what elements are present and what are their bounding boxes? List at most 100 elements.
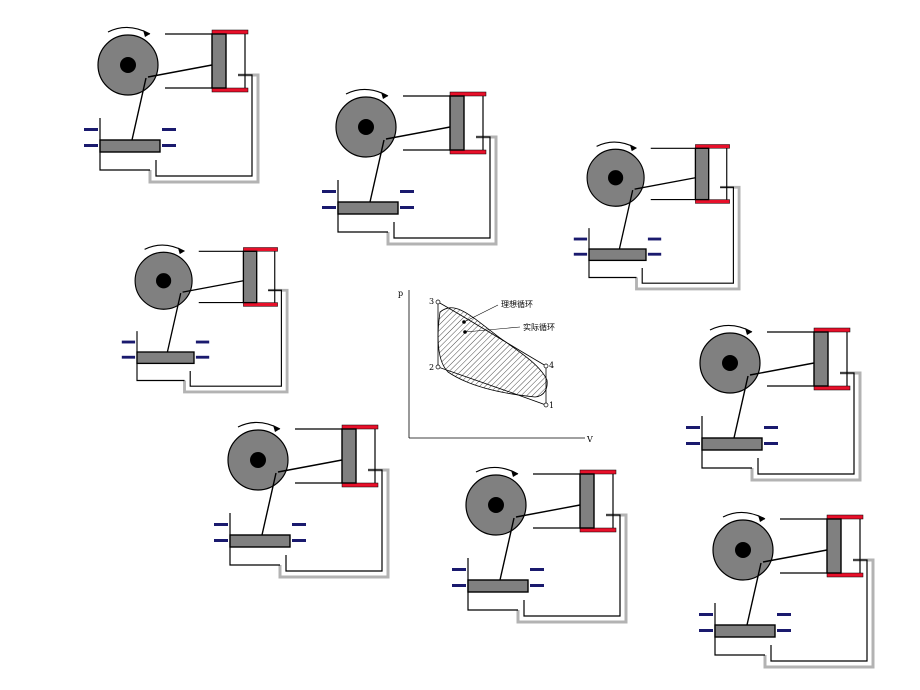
engine-displacer-piston: [341, 428, 357, 484]
engine-displacer-rod: [147, 64, 213, 78]
engine-port-left: [121, 355, 136, 359]
engine-port-left: [699, 613, 713, 616]
engine-port-right: [777, 613, 791, 616]
engine-flywheel-hub: [722, 355, 738, 371]
engine-flow-line: [641, 186, 734, 284]
engine-power-piston: [588, 248, 647, 262]
engine-displacer-rod: [515, 504, 581, 518]
engine-power-piston: [467, 579, 529, 593]
engine-flywheel-hub: [488, 497, 504, 513]
engine-power-rod: [746, 562, 762, 626]
pv-ideal-cycle-curve: [437, 301, 547, 406]
engine-flow-line: [770, 559, 868, 662]
engine-port-right: [292, 539, 306, 542]
engine-rotation-arrowhead: [143, 30, 150, 37]
engine-port-right: [162, 128, 176, 131]
engine-rotation-arrowhead: [381, 92, 388, 99]
engine-port-left: [699, 629, 713, 632]
engine-port-right: [195, 355, 210, 359]
engine-displacer-piston: [826, 518, 842, 574]
engine-port-right: [292, 523, 306, 526]
engine-displacer-guides: [295, 428, 376, 484]
engine-displacer-piston: [211, 33, 227, 89]
engine-hot-port: [211, 29, 249, 35]
engine-rotation-arrowhead: [629, 144, 637, 152]
engine-displacer-guides: [198, 250, 276, 304]
pv-point-3: [435, 299, 441, 305]
engine-displacer-rod: [182, 280, 244, 293]
engine-port-left: [84, 128, 98, 131]
engine-flow-line: [155, 74, 253, 177]
engine-cold-port: [243, 302, 278, 307]
engine-flywheel-hub: [156, 273, 172, 289]
engine-cylinder-wall: [136, 331, 185, 382]
engine-cold-port: [813, 385, 851, 391]
pv-point-2-label: 2: [429, 363, 434, 372]
engine-cold-port: [695, 199, 730, 204]
engine-displacer-guides: [780, 518, 861, 574]
engine-port-right: [530, 568, 544, 571]
engine-power-rod: [369, 139, 385, 203]
engine-power-piston: [136, 351, 195, 365]
engine-port-left: [121, 340, 136, 344]
engine-port-right: [764, 442, 778, 445]
engine-power-rod: [131, 77, 147, 141]
engine-power-piston: [337, 201, 399, 215]
stirling-engine: [84, 26, 260, 184]
engine-cold-port: [341, 482, 379, 488]
engine-displacer-rod: [277, 459, 343, 473]
engine-port-left: [452, 584, 466, 587]
engine-port-left: [322, 190, 336, 193]
pv-point-4: [543, 363, 549, 369]
engine-displacer-guides: [650, 147, 728, 201]
engine-flow-line: [285, 469, 383, 572]
engine-port-left: [322, 206, 336, 209]
engine-rotation-arrowhead: [745, 328, 752, 335]
engine-cylinder-wall: [714, 603, 765, 656]
engine-power-piston: [701, 437, 763, 451]
engine-rotation-arrowhead: [758, 515, 765, 522]
engine-hot-port: [695, 144, 730, 149]
engine-flywheel-hub: [250, 452, 266, 468]
engine-flywheel-hub: [608, 170, 624, 186]
engine-port-right: [195, 340, 210, 344]
engine-port-left: [84, 144, 98, 147]
engine-power-piston: [99, 139, 161, 153]
engine-port-right: [400, 206, 414, 209]
pv-point-2: [435, 364, 441, 370]
engine-flywheel-hub: [120, 57, 136, 73]
engine-displacer-piston: [694, 147, 710, 201]
engine-flywheel-hub: [735, 542, 751, 558]
engine-port-left: [214, 539, 228, 542]
engine-power-piston: [229, 534, 291, 548]
engine-port-right: [400, 190, 414, 193]
engine-cold-port: [826, 572, 864, 578]
engine-displacer-guides: [767, 331, 848, 387]
stirling-engine: [699, 511, 875, 669]
engine-port-right: [647, 237, 662, 241]
engine-hot-port: [243, 247, 278, 252]
engine-cylinder-wall: [229, 513, 280, 566]
engine-displacer-piston: [449, 95, 465, 151]
engine-displacer-guides: [533, 473, 614, 529]
engine-displacer-rod: [634, 177, 696, 190]
engine-hot-port: [579, 469, 617, 475]
stirling-engine: [573, 141, 741, 291]
engine-cold-port: [211, 87, 249, 93]
engine-flow-line: [393, 136, 491, 239]
pv-axis-v-label: V: [586, 435, 593, 444]
pv-axis-p-label: p: [398, 289, 403, 298]
engine-port-left: [452, 568, 466, 571]
engine-displacer-piston: [813, 331, 829, 387]
engine-cylinder-wall: [701, 416, 752, 469]
engine-power-rod: [733, 375, 749, 439]
engine-port-right: [647, 252, 662, 256]
engine-rotation-arrowhead: [177, 247, 185, 255]
stirling-engine: [214, 421, 390, 579]
engine-port-left: [573, 237, 588, 241]
pv-point-1-label: 1: [549, 401, 554, 410]
engine-hot-port: [813, 327, 851, 333]
pv-ideal-label: 理想循环: [501, 299, 533, 309]
engine-port-left: [573, 252, 588, 256]
